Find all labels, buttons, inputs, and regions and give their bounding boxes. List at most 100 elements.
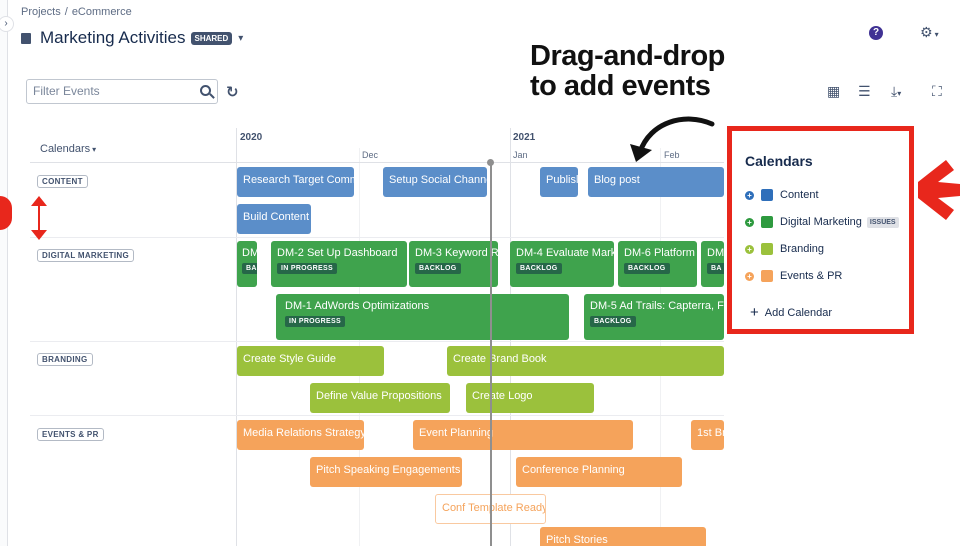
group-label-branding: BRANDING	[37, 353, 93, 366]
event-bar[interactable]: DM-2 Set Up Dashboard IN PROGRESS	[271, 241, 407, 287]
filter-events-input[interactable]	[27, 80, 187, 102]
status-badge: IN PROGRESS	[285, 316, 345, 327]
fullscreen-icon[interactable]: ⛶	[932, 83, 942, 99]
group-label-digital-marketing: DIGITAL MARKETING	[37, 249, 135, 262]
event-title: DM	[707, 247, 724, 259]
event-bar[interactable]: DM-5 Ad Trails: Capterra, FB, BACKLOG	[584, 294, 724, 340]
event-title: DM-3 Keyword R	[415, 247, 498, 259]
help-icon[interactable]: ?	[869, 26, 883, 40]
event-bar[interactable]: 1st Br	[691, 420, 724, 450]
event-bar[interactable]: Blog post	[588, 167, 724, 197]
event-bar[interactable]: Research Target Comm	[237, 167, 354, 197]
event-bar[interactable]: Conference Planning	[516, 457, 682, 487]
event-bar[interactable]: Pitch Speaking Engagements	[310, 457, 462, 487]
event-title: DM-6 Platform	[624, 247, 695, 259]
calendar-color-swatch	[761, 216, 773, 228]
month-label: Dec	[362, 150, 379, 160]
status-badge: BACKLOG	[590, 316, 636, 327]
calendar-color-swatch	[761, 243, 773, 255]
shared-badge: SHARED	[190, 31, 233, 45]
add-calendar-button[interactable]: + Add Calendar	[750, 304, 832, 321]
page-title: Marketing Activities	[40, 28, 186, 47]
calendar-item-content[interactable]: + Content	[745, 189, 819, 201]
calendar-item-events-pr[interactable]: + Events & PR	[745, 270, 842, 282]
event-bar[interactable]: Setup Social Channe	[383, 167, 487, 197]
event-bar[interactable]: Media Relations Strategy	[237, 420, 364, 450]
row-separator	[30, 341, 724, 342]
event-bar[interactable]: DM-4 Evaluate Mark BACKLOG	[510, 241, 614, 287]
event-bar[interactable]: Event Planning	[413, 420, 633, 450]
refresh-icon[interactable]: ↻	[226, 84, 239, 101]
callout-line-1: Drag-and-drop	[530, 40, 725, 72]
event-title: DM-1 AdWords Optimizations	[285, 300, 430, 312]
calendars-dropdown-label: Calendars	[40, 143, 91, 155]
status-badge: BACKLOG	[624, 263, 670, 274]
timeline-left-border	[236, 128, 237, 546]
calendar-color-swatch	[761, 270, 773, 282]
download-icon[interactable]: ⤓▾	[891, 83, 902, 99]
row-resize-arrow	[31, 196, 47, 240]
search-icon[interactable]	[200, 85, 211, 96]
filter-events-box	[26, 79, 218, 104]
red-annotation-arrow	[918, 160, 960, 220]
group-label-content: CONTENT	[37, 175, 88, 188]
calendar-color-swatch	[761, 189, 773, 201]
chevron-down-icon: ▾	[92, 145, 97, 154]
event-bar[interactable]: Create Brand Book	[447, 346, 724, 376]
calendar-item-digital-marketing[interactable]: + Digital Marketing ISSUES	[745, 216, 899, 228]
group-label-events-pr: EVENTS & PR	[37, 428, 104, 441]
event-bar[interactable]: DM-3 Keyword R BACKLOG	[409, 241, 498, 287]
row-separator	[30, 237, 724, 238]
chevron-down-icon: ▾	[934, 30, 939, 39]
event-bar[interactable]: Create Logo	[466, 383, 594, 413]
sidebar-toggle-icon[interactable]: ›	[0, 16, 14, 32]
event-bar[interactable]: Build Content	[237, 204, 311, 234]
calendar-icon	[21, 32, 31, 44]
month-label: Jan	[513, 150, 528, 160]
calendars-panel-title: Calendars	[745, 153, 813, 169]
event-bar[interactable]: DM BA	[237, 241, 257, 287]
add-event-icon[interactable]: +	[745, 190, 754, 200]
event-bar[interactable]: Create Style Guide	[237, 346, 384, 376]
month-label: Feb	[664, 150, 680, 160]
callout-curved-arrow	[630, 116, 715, 162]
chevron-down-icon[interactable]: ▾	[238, 32, 244, 44]
drag-drop-callout: Drag-and-drop to add events	[530, 41, 725, 101]
left-sidebar-strip	[0, 0, 8, 546]
filter-sliders-icon[interactable]: ☰	[858, 83, 871, 99]
event-title: DM-4 Evaluate Mark	[516, 247, 614, 259]
settings-icon[interactable]: ⚙▾	[920, 24, 939, 40]
today-marker-handle[interactable]	[487, 159, 494, 166]
event-title: DM	[242, 247, 257, 259]
year-label: 2021	[513, 132, 536, 143]
add-event-icon[interactable]: +	[745, 217, 754, 227]
year-label: 2020	[240, 132, 263, 143]
today-marker-line[interactable]	[490, 162, 492, 546]
callout-line-2: to add events	[530, 70, 711, 102]
breadcrumb-page-link[interactable]: eCommerce	[71, 6, 132, 18]
calendar-view-icon[interactable]: ▦	[827, 83, 841, 99]
event-title: DM-2 Set Up Dashboard	[277, 247, 398, 259]
event-bar[interactable]: Define Value Propositions	[310, 383, 450, 413]
breadcrumb-projects-link[interactable]: Projects	[21, 6, 61, 18]
plus-icon: +	[750, 304, 759, 321]
calendars-dropdown[interactable]: Calendars▾	[40, 143, 96, 155]
event-bar[interactable]: DM-1 AdWords Optimizations IN PROGRESS	[276, 294, 569, 340]
status-badge: BA	[242, 263, 257, 274]
add-event-icon[interactable]: +	[745, 244, 754, 254]
event-bar[interactable]: DM BA	[701, 241, 724, 287]
event-bar[interactable]: Pitch Stories	[540, 527, 706, 546]
status-badge: BACKLOG	[516, 263, 562, 274]
status-badge: IN PROGRESS	[277, 263, 337, 274]
event-bar[interactable]: Publisl	[540, 167, 578, 197]
status-badge: BA	[707, 263, 724, 274]
calendars-panel: Calendars + Content + Digital Marketing …	[727, 126, 914, 334]
row-separator	[30, 415, 724, 416]
add-event-icon[interactable]: +	[745, 271, 754, 281]
timeline-header-border	[30, 162, 724, 163]
calendar-item-branding[interactable]: + Branding	[745, 243, 824, 255]
add-calendar-label: Add Calendar	[764, 306, 833, 319]
red-annotation-marker	[0, 196, 12, 230]
event-bar[interactable]: DM-6 Platform BACKLOG	[618, 241, 697, 287]
